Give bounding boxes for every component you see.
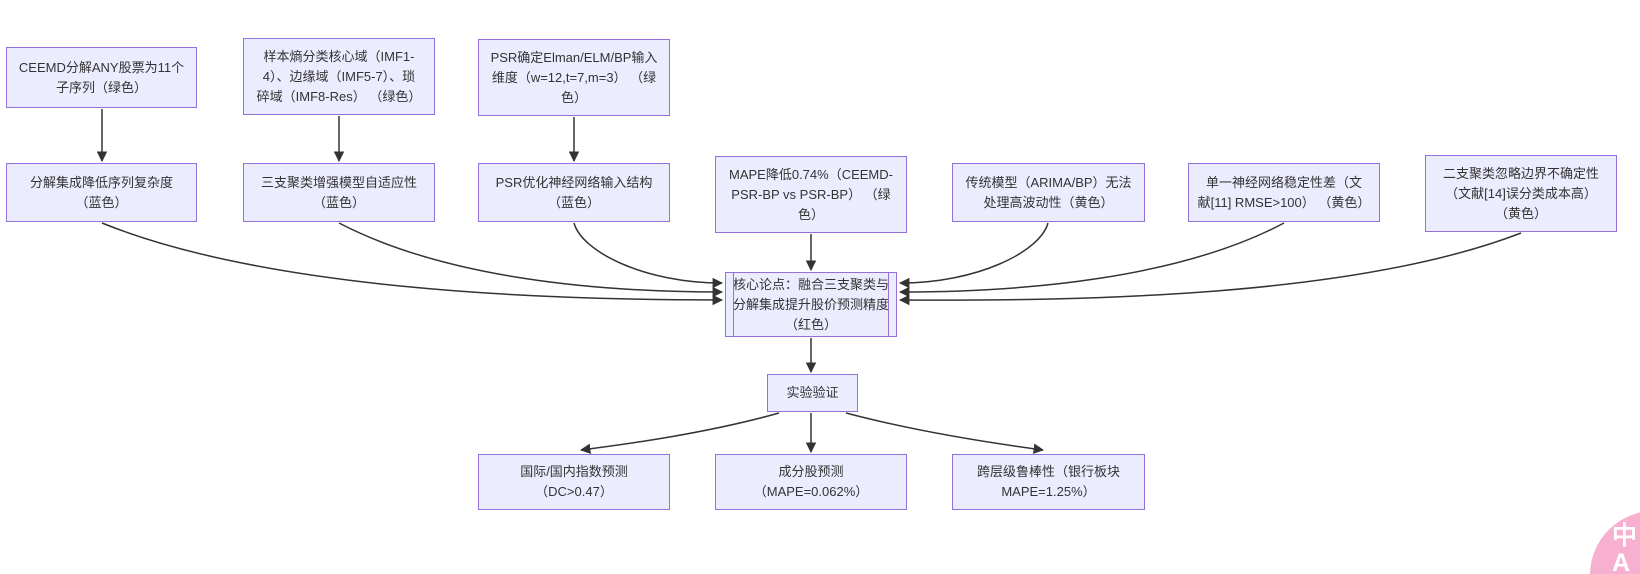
core-thesis-label: 核心论点：融合三支聚类与 分解集成提升股价预测精度 （红色） <box>733 276 890 332</box>
node-traditional-model-limitation: 传统模型（ARIMA/BP）无法 处理高波动性（黄色） <box>952 163 1145 222</box>
node-single-nn-instability: 单一神经网络稳定性差（文 献[11] RMSE>100） （黄色） <box>1188 163 1380 222</box>
edge-2way-to-core <box>898 232 1522 306</box>
edge-exp-to-index <box>579 412 780 455</box>
subroutine-bar-right <box>888 273 889 336</box>
node-index-prediction: 国际/国内指数预测 （DC>0.47） <box>478 454 670 510</box>
node-psr-input-structure: PSR优化神经网络输入结构 （蓝色） <box>478 163 670 222</box>
node-decompose-ensemble-complexity: 分解集成降低序列复杂度 （蓝色） <box>6 163 197 222</box>
translate-plugin-badge[interactable]: 中 A <box>1590 511 1640 574</box>
node-core-thesis: 核心论点：融合三支聚类与 分解集成提升股价预测精度 （红色） <box>725 272 897 337</box>
edge-exp-to-robust <box>845 412 1045 454</box>
edge-complexity-to-core <box>101 222 724 306</box>
node-experiment-validation: 实验验证 <box>767 374 858 412</box>
node-psr-input-dimension: PSR确定Elman/ELM/BP输入 维度（w=12,t=7,m=3） （绿 … <box>478 39 670 116</box>
node-constituent-prediction: 成分股预测 （MAPE=0.062%） <box>715 454 907 510</box>
edge-single-to-core <box>898 222 1285 298</box>
edge-psropt-to-core <box>573 222 724 289</box>
node-two-way-clustering-limitation: 二支聚类忽略边界不确定性 （文献[14]误分类成本高） （黄色） <box>1425 155 1617 232</box>
node-mape-reduction: MAPE降低0.74%（CEEMD- PSR-BP vs PSR-BP） （绿 … <box>715 156 907 233</box>
edge-3way-to-core <box>338 222 724 298</box>
node-ceemd-decompose: CEEMD分解ANY股票为11个 子序列（绿色） <box>6 47 197 108</box>
node-sample-entropy-classify: 样本熵分类核心域（IMF1- 4）、边缘域（IMF5-7）、琐 碎域（IMF8-… <box>243 38 435 115</box>
subroutine-bar-left <box>733 273 734 336</box>
node-cross-level-robustness: 跨层级鲁棒性（银行板块 MAPE=1.25%） <box>952 454 1145 510</box>
node-three-way-adaptivity: 三支聚类增强模型自适应性 （蓝色） <box>243 163 435 222</box>
edge-trad-to-core <box>898 222 1049 289</box>
translate-icon: 中 A <box>1612 522 1638 574</box>
